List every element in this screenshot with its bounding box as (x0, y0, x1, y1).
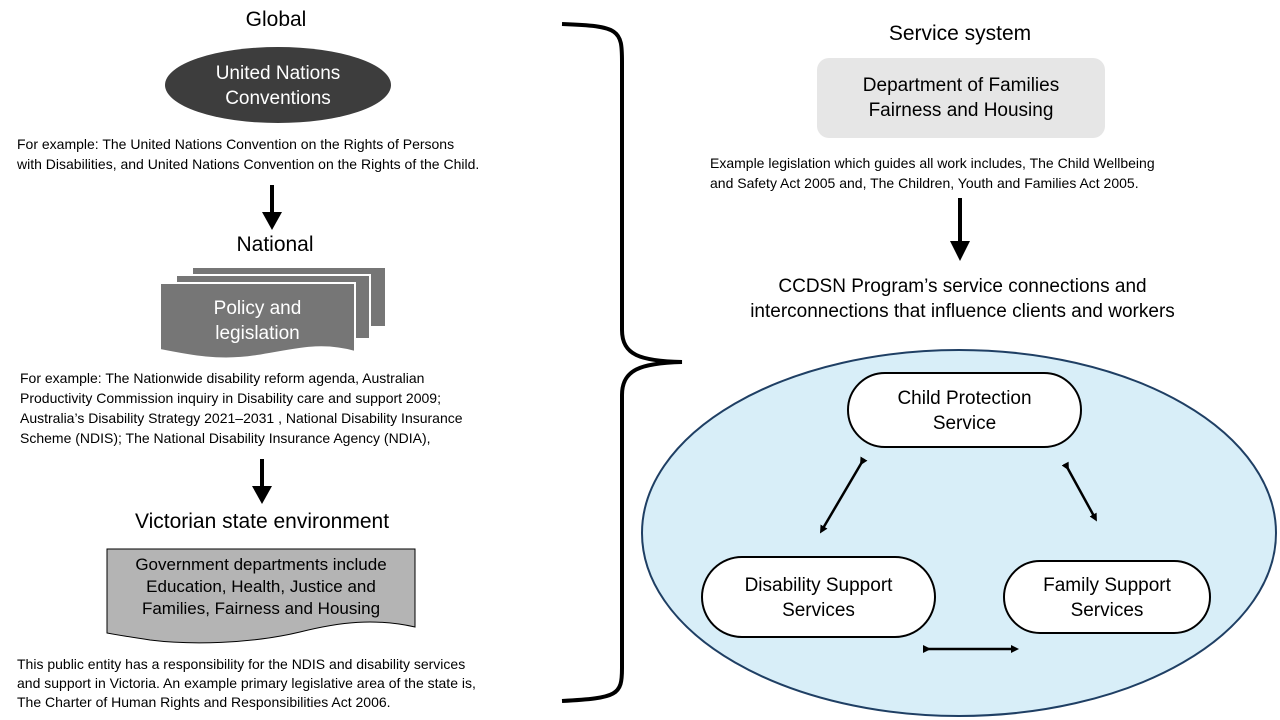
child-protection-line-2: Service (932, 413, 997, 434)
disability-support-line-2: Services (782, 600, 855, 621)
government-departments-line-1: Government departments include (135, 555, 387, 574)
family-support-line-2: Services (1070, 600, 1144, 621)
program-heading-line-2: interconnections that influence clients … (750, 301, 1175, 322)
global-description: For example: The United Nations Conventi… (17, 134, 557, 174)
child-protection-node (847, 372, 1082, 448)
government-departments-line-3: Families, Fairness and Housing (141, 599, 381, 618)
state-description: This public entity has a responsibility … (17, 655, 557, 712)
family-support-node (1003, 560, 1211, 634)
dffh-line-1: Department of Families (862, 75, 1060, 96)
government-departments-box (106, 548, 416, 644)
national-description: For example: The Nationwide disability r… (20, 368, 540, 448)
policy-legislation-line-1: Policy and (213, 298, 302, 319)
child-protection-line-1: Child Protection (897, 388, 1032, 409)
disability-support-node (701, 556, 936, 638)
disability-support-label: Disability Support Services (702, 573, 935, 623)
un-conventions-line-1: United Nations (215, 63, 341, 84)
un-conventions-label: United Nations Conventions (170, 61, 386, 111)
dffh-line-2: Fairness and Housing (868, 100, 1054, 121)
disability-support-line-1: Disability Support (744, 575, 893, 596)
national-description-line-4: Scheme (NDIS); The National Disability I… (20, 430, 431, 446)
program-heading-line-1: CCDSN Program’s service connections and (778, 276, 1147, 297)
dffh-box (817, 58, 1105, 138)
global-description-line-2: with Disabilities, and United Nations Co… (17, 156, 480, 172)
un-conventions-line-2: Conventions (225, 88, 331, 109)
government-departments-line-2: Education, Health, Justice and (146, 577, 376, 596)
family-support-label: Family Support Services (1004, 573, 1210, 623)
family-support-line-1: Family Support (1043, 575, 1171, 596)
service-description-line-2: and Safety Act 2005 and, The Children, Y… (710, 175, 1139, 191)
arrow-global-to-national (262, 185, 282, 230)
government-departments-label: Government departments include Education… (107, 554, 415, 620)
policy-legislation-line-2: legislation (215, 323, 300, 344)
state-description-line-2: and support in Victoria. An example prim… (17, 675, 476, 691)
state-heading: Victorian state environment (134, 510, 390, 533)
national-description-line-2: Productivity Commission inquiry in Disab… (20, 390, 441, 406)
arrow-national-to-state (252, 459, 272, 504)
state-description-line-3: The Charter of Human Rights and Responsi… (17, 694, 391, 710)
global-description-line-1: For example: The United Nations Conventi… (17, 136, 455, 152)
program-heading: CCDSN Program’s service connections and … (690, 274, 1235, 324)
national-description-line-3: Australia’s Disability Strategy 2021–203… (20, 410, 463, 426)
arrow-child-to-disability (819, 456, 868, 534)
un-conventions-ellipse (165, 47, 391, 123)
grouping-brace (561, 22, 683, 703)
child-protection-label: Child Protection Service (848, 386, 1081, 436)
global-heading: Global (245, 8, 307, 31)
national-description-line-1: For example: The Nationwide disability r… (20, 370, 425, 386)
dffh-label: Department of Families Fairness and Hous… (817, 73, 1105, 123)
policy-legislation-label: Policy and legislation (160, 296, 355, 346)
service-description-line-1: Example legislation which guides all wor… (710, 155, 1155, 171)
service-system-heading: Service system (888, 22, 1032, 45)
policy-document-stack (159, 266, 387, 360)
national-heading: National (236, 233, 314, 256)
arrow-child-to-family (1061, 461, 1097, 522)
service-system-description: Example legislation which guides all wor… (710, 153, 1250, 193)
arrow-service-to-program (950, 198, 970, 261)
state-description-line-1: This public entity has a responsibility … (17, 656, 466, 672)
